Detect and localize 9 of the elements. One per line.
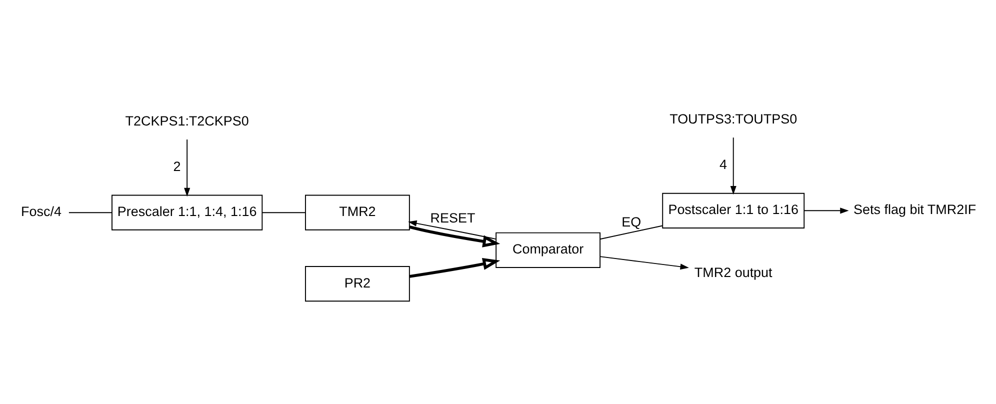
- edge-label: 2: [173, 158, 181, 174]
- node-text: Fosc/4: [21, 204, 62, 220]
- edge-label: EQ: [622, 214, 642, 230]
- edge-label: 4: [720, 156, 727, 172]
- node-text: Sets flag bit TMR2IF: [854, 202, 976, 218]
- node-text: TOUTPS3:TOUTPS0: [670, 112, 798, 127]
- node-text: TMR2 output: [694, 264, 772, 280]
- edge-label: RESET: [430, 210, 476, 226]
- node-text: T2CKPS1:T2CKPS0: [125, 114, 249, 129]
